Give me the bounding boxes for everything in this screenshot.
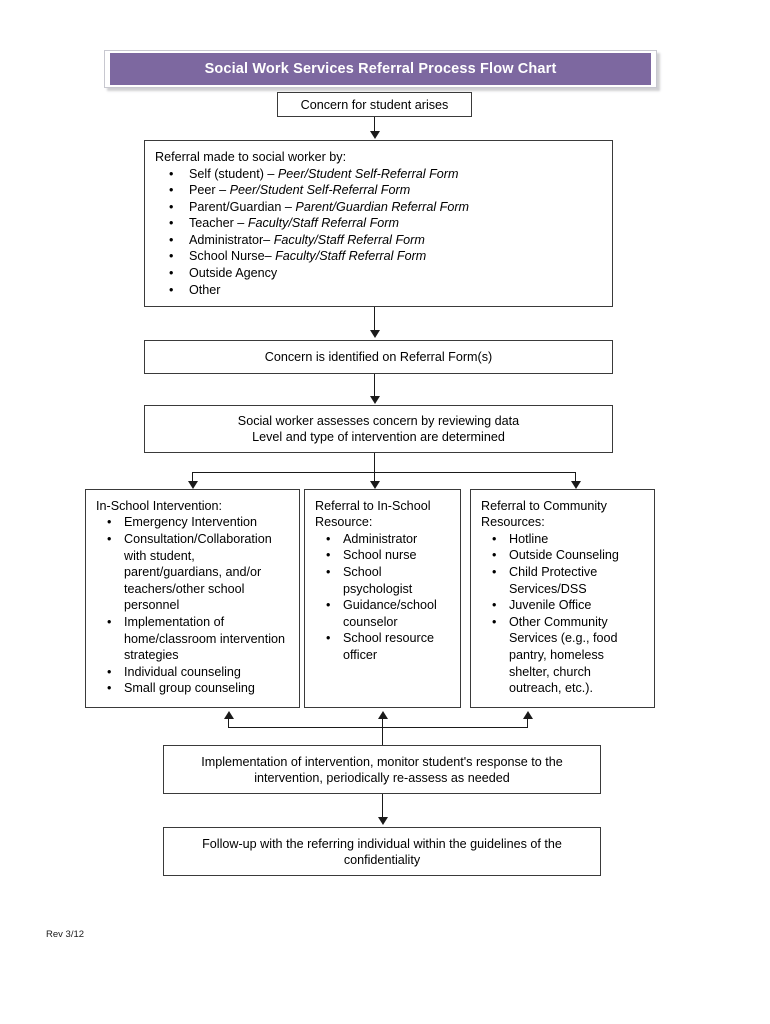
title-banner: Social Work Services Referral Process Fl…: [110, 53, 651, 85]
arrowhead-concern-to-referral: [369, 131, 380, 139]
connector-implementation-to-followup: [382, 794, 383, 819]
arrowhead-to-branch-3: [570, 481, 581, 489]
list-item: Peer – Peer/Student Self-Referral Form: [169, 182, 602, 199]
arrowhead-to-branch-1: [187, 481, 198, 489]
list-item: School nurse: [326, 547, 450, 564]
list-item: Outside Counseling: [492, 547, 644, 564]
connector-merge-left: [228, 719, 229, 728]
list-item: School psychologist: [326, 564, 450, 597]
connector-split-center: [374, 472, 375, 482]
arrowhead-implementation-to-followup: [377, 817, 388, 825]
arrowhead-referral-to-identified: [369, 330, 380, 338]
list-item: Individual counseling: [107, 664, 289, 681]
list-item: Teacher – Faculty/Staff Referral Form: [169, 215, 602, 232]
list-item: Hotline: [492, 531, 644, 548]
connector-split-bus: [192, 472, 575, 473]
list-item: Administrator– Faculty/Staff Referral Fo…: [169, 232, 602, 249]
list-item: Juvenile Office: [492, 597, 644, 614]
list-item: Administrator: [326, 531, 450, 548]
arrowhead-to-branch-2-return: [377, 711, 388, 719]
list-item: Consultation/Collaboration with student,…: [107, 531, 289, 614]
node-referral-in-school-resource: Referral to In-School Resource: Administ…: [304, 489, 461, 708]
node-concern-arises: Concern for student arises: [277, 92, 472, 117]
node-assess-line-1: Social worker assesses concern by review…: [237, 414, 520, 428]
list-item: Parent/Guardian – Parent/Guardian Referr…: [169, 199, 602, 216]
list-item: Other: [169, 282, 602, 299]
connector-implementation-stem: [382, 727, 383, 745]
node-implementation: Implementation of intervention, monitor …: [163, 745, 601, 794]
node-concern-identified-text: Concern is identified on Referral Form(s…: [264, 350, 493, 364]
in-school-resource-list: Administrator School nurse School psycho…: [315, 531, 450, 664]
arrowhead-identified-to-assess: [369, 396, 380, 404]
page-title: Social Work Services Referral Process Fl…: [204, 61, 557, 77]
connector-identified-to-assess: [374, 374, 375, 397]
connector-merge-center: [382, 719, 383, 728]
arrowhead-to-branch-3-return: [522, 711, 533, 719]
in-school-intervention-list: Emergency Intervention Consultation/Coll…: [96, 514, 289, 697]
list-item: School Nurse– Faculty/Staff Referral For…: [169, 248, 602, 265]
connector-split-left: [192, 472, 193, 482]
node-implementation-line-2: intervention, periodically re-assess as …: [254, 770, 510, 785]
node-concern-arises-text: Concern for student arises: [300, 97, 449, 112]
community-resources-list: Hotline Outside Counseling Child Protect…: [481, 531, 644, 697]
list-item: Other Community Services (e.g., food pan…: [492, 614, 644, 697]
list-item: School resource officer: [326, 630, 450, 663]
node-referral-sources-heading: Referral made to social worker by:: [155, 150, 347, 164]
list-item: Outside Agency: [169, 265, 602, 282]
node-referral-sources: Referral made to social worker by: Self …: [144, 140, 613, 307]
node-referral-in-school-resource-heading: Referral to In-School Resource:: [315, 499, 431, 530]
referral-sources-list: Self (student) – Peer/Student Self-Refer…: [155, 166, 602, 299]
node-referral-community-resources-heading: Referral to Community Resources:: [481, 499, 607, 530]
connector-concern-to-referral: [374, 117, 375, 133]
list-item: Guidance/school counselor: [326, 597, 450, 630]
arrowhead-to-branch-1-return: [223, 711, 234, 719]
connector-referral-to-identified: [374, 307, 375, 332]
connector-split-right: [575, 472, 576, 482]
list-item: Implementation of home/classroom interve…: [107, 614, 289, 664]
node-in-school-intervention: In-School Intervention: Emergency Interv…: [85, 489, 300, 708]
node-assess-line-2: Level and type of intervention are deter…: [252, 430, 505, 444]
list-item: Self (student) – Peer/Student Self-Refer…: [169, 166, 602, 183]
revision-label: Rev 3/12: [46, 929, 85, 940]
node-referral-community-resources: Referral to Community Resources: Hotline…: [470, 489, 655, 708]
arrowhead-to-branch-2: [369, 481, 380, 489]
list-item: Small group counseling: [107, 680, 289, 697]
node-concern-identified: Concern is identified on Referral Form(s…: [144, 340, 613, 374]
node-followup-line-1: Follow-up with the referring individual …: [202, 836, 562, 851]
node-followup-line-2: confidentiality: [343, 852, 421, 867]
node-implementation-line-1: Implementation of intervention, monitor …: [201, 754, 563, 769]
connector-merge-right: [527, 719, 528, 728]
node-in-school-intervention-heading: In-School Intervention:: [96, 499, 223, 513]
connector-merge-bus: [228, 727, 528, 728]
connector-assess-stem: [374, 453, 375, 473]
list-item: Emergency Intervention: [107, 514, 289, 531]
node-social-worker-assesses: Social worker assesses concern by review…: [144, 405, 613, 453]
list-item: Child Protective Services/DSS: [492, 564, 644, 597]
node-followup: Follow-up with the referring individual …: [163, 827, 601, 876]
